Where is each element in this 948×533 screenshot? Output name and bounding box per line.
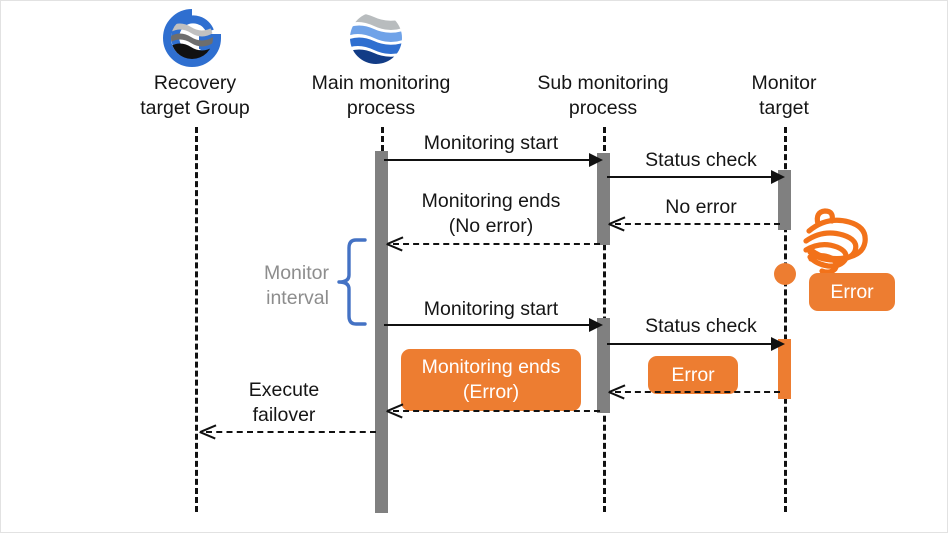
activation-bar-monitor-target-2-error bbox=[778, 339, 791, 399]
lifeline-header-sub-monitoring-process: Sub monitoring process bbox=[537, 72, 669, 119]
message-arrow-monitoring-ends-error bbox=[393, 410, 600, 412]
error-return-badge: Error bbox=[648, 356, 738, 394]
message-arrow-error-return bbox=[615, 391, 780, 393]
arrowhead-open-monitoring-ends-error bbox=[387, 402, 403, 418]
activation-bar-main-monitoring-process bbox=[375, 151, 388, 513]
monitor-interval-brace-icon bbox=[335, 237, 371, 327]
lifeline-header-monitor-target: Monitor target bbox=[751, 72, 817, 119]
message-arrow-execute-failover bbox=[206, 431, 376, 433]
arrowhead-open-execute-failover bbox=[200, 423, 216, 439]
activation-bar-sub-monitoring-process-2 bbox=[597, 318, 610, 413]
message-arrow-monitoring-start-2 bbox=[384, 324, 591, 326]
arrowhead-filled-status-check-2 bbox=[771, 337, 785, 351]
lifeline-monitor-target bbox=[784, 127, 787, 512]
arrowhead-filled-monitoring-start-2 bbox=[589, 318, 603, 332]
monitoring-globe-icon bbox=[345, 7, 407, 69]
arrowhead-open-no-error bbox=[609, 215, 625, 231]
message-arrow-no-error bbox=[615, 223, 780, 225]
message-label-execute-failover: Execute failover bbox=[248, 379, 320, 426]
error-burst-badge: Error bbox=[809, 273, 895, 311]
arrowhead-filled-monitoring-start-1 bbox=[589, 153, 603, 167]
message-arrow-monitoring-ends-no-error bbox=[393, 243, 600, 245]
message-arrow-status-check-2 bbox=[607, 343, 773, 345]
message-label-monitoring-ends-no-error: Monitoring ends (No error) bbox=[421, 190, 561, 237]
message-label-no-error: No error bbox=[665, 196, 737, 218]
lifeline-header-main-monitoring-process: Main monitoring process bbox=[311, 72, 451, 119]
lifeline-recovery-target-group bbox=[195, 127, 198, 512]
arrowhead-filled-status-check-1 bbox=[771, 170, 785, 184]
monitoring-ends-error-badge: Monitoring ends (Error) bbox=[401, 349, 581, 411]
arrowhead-open-monitoring-ends-no-error bbox=[387, 235, 403, 251]
error-marker-dot bbox=[774, 263, 796, 285]
message-label-status-check-1: Status check bbox=[645, 149, 757, 171]
monitor-interval-label: Monitor interval bbox=[263, 262, 329, 309]
arrowhead-open-error-return bbox=[609, 383, 625, 399]
activation-bar-sub-monitoring-process-1 bbox=[597, 153, 610, 245]
lifeline-header-recovery-target-group: Recovery target Group bbox=[140, 72, 250, 119]
activation-bar-monitor-target-1 bbox=[778, 170, 791, 230]
message-arrow-monitoring-start-1 bbox=[384, 159, 591, 161]
error-scribble-icon bbox=[793, 203, 875, 285]
message-label-monitoring-start-1: Monitoring start bbox=[423, 132, 559, 154]
message-label-status-check-2: Status check bbox=[645, 315, 757, 337]
recovery-group-g-logo-icon bbox=[159, 7, 231, 69]
message-label-monitoring-start-2: Monitoring start bbox=[423, 298, 559, 320]
message-arrow-status-check-1 bbox=[607, 176, 773, 178]
